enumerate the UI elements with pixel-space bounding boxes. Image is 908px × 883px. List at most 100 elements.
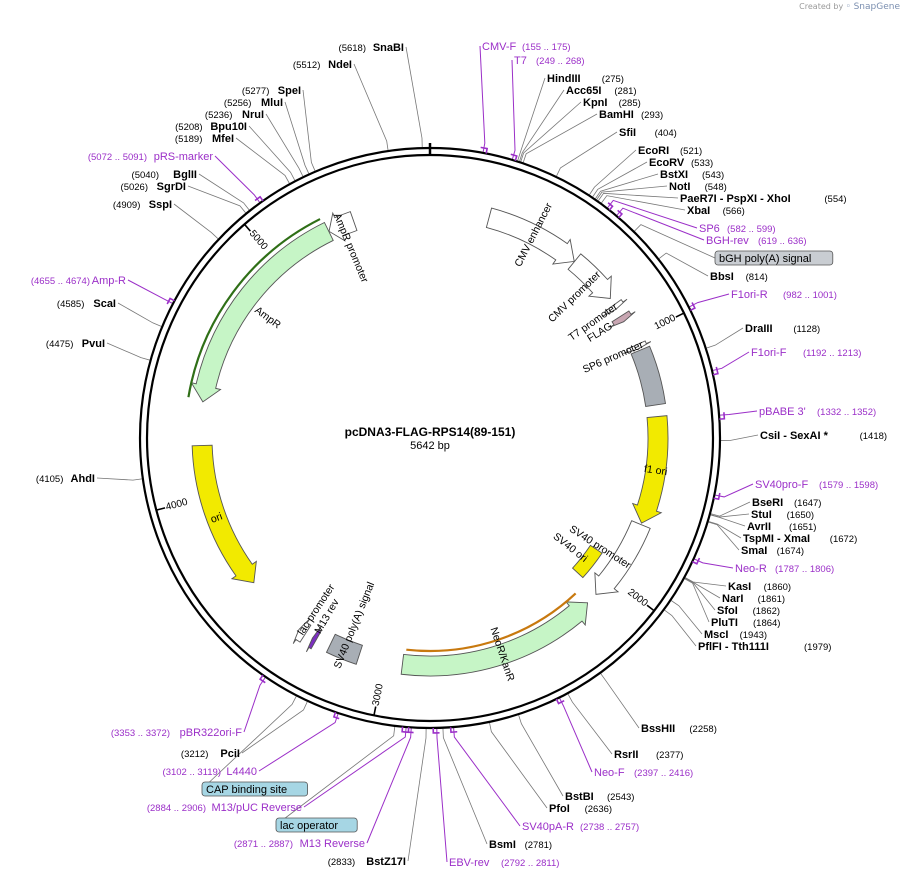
label-name: StuI bbox=[751, 509, 772, 521]
leader-line bbox=[616, 207, 705, 241]
feature-tag bbox=[201, 781, 308, 797]
label-position: (4105) bbox=[36, 474, 63, 485]
label-position: (1862) bbox=[753, 606, 780, 617]
site-label-m13-reverse: M13 Reverse(2871 .. 2887) bbox=[234, 838, 365, 850]
feature-label-ori: ori bbox=[209, 510, 224, 525]
label-name: pBR322ori-F bbox=[180, 727, 243, 739]
label-position: (566) bbox=[723, 206, 745, 217]
label-name: NarI bbox=[722, 593, 743, 605]
label-name: BGH-rev bbox=[706, 235, 749, 247]
leader-line bbox=[517, 77, 546, 161]
feature-ori bbox=[191, 444, 257, 584]
label-name: PflFI - Tth111I bbox=[698, 641, 769, 653]
site-label-snabi: SnaBI(5618) bbox=[339, 42, 404, 54]
label-name: CMV-F bbox=[482, 41, 517, 53]
leader-line bbox=[265, 113, 304, 177]
label-name: M13 Reverse bbox=[300, 838, 365, 850]
site-label-bbsi: BbsI(814) bbox=[710, 271, 768, 283]
label-position: (1864) bbox=[753, 618, 780, 629]
label-position: (619 .. 636) bbox=[758, 236, 807, 247]
feature-t7-promoter bbox=[602, 298, 628, 317]
site-label-nari: NarI (1861) bbox=[722, 593, 785, 605]
leader-line bbox=[684, 578, 710, 623]
leader-line bbox=[520, 101, 582, 162]
leader-line bbox=[303, 727, 407, 808]
site-label-mlui: MluI(5256) bbox=[224, 97, 283, 109]
label-name: TspMI - XmaI bbox=[743, 533, 810, 545]
label-position: (554) bbox=[824, 194, 846, 205]
label-position: (1128) bbox=[793, 324, 820, 335]
label-name: SmaI bbox=[741, 545, 767, 557]
leader-line bbox=[198, 173, 250, 211]
primer-mark bbox=[712, 366, 719, 376]
primer-mark bbox=[432, 727, 440, 734]
snapgene-credit: Created by ◦ SnapGene bbox=[799, 2, 900, 12]
site-label-csii-sexai: CsiI - SexAI *(1418) bbox=[760, 430, 887, 442]
label-position: (5208) bbox=[175, 122, 202, 133]
site-label-neo-r: Neo-R(1787 .. 1806) bbox=[735, 563, 834, 575]
feature-sv40-poly-a-signal bbox=[325, 633, 363, 665]
ruler-label: 1000 bbox=[653, 312, 678, 332]
leader-line bbox=[601, 195, 686, 211]
site-label-prs-marker: pRS-marker(5072 .. 5091) bbox=[88, 151, 213, 163]
label-name: BamHI bbox=[599, 109, 634, 121]
site-label-bstxi: BstXI(543) bbox=[660, 169, 724, 181]
site-label-bgh-rev: BGH-rev (619 .. 636) bbox=[706, 235, 807, 247]
feature-tag-text: CAP binding site bbox=[206, 784, 287, 796]
site-label-pvui: PvuI(4475) bbox=[46, 338, 105, 350]
site-label-f1ori-f: F1ori-F(1192 .. 1213) bbox=[751, 347, 861, 359]
label-position: (2738 .. 2757) bbox=[580, 822, 639, 833]
label-position: (548) bbox=[705, 182, 727, 193]
label-name: AhdI bbox=[71, 473, 95, 485]
label-position: (5236) bbox=[205, 110, 232, 121]
site-label-bstbi: BstBI(2543) bbox=[565, 791, 634, 803]
feature-flag bbox=[609, 310, 636, 328]
leader-line bbox=[559, 698, 593, 773]
label-name: NdeI bbox=[328, 59, 352, 71]
site-label-amp-r: Amp-R(4655 .. 4674) bbox=[31, 275, 126, 287]
label-position: (1861) bbox=[758, 594, 785, 605]
site-label-pflfi-tth111i: PflFI - Tth111I(1979) bbox=[698, 641, 831, 653]
primer-mark bbox=[555, 698, 565, 705]
label-position: (249 .. 268) bbox=[536, 56, 585, 67]
label-name: Bpu10I bbox=[210, 121, 247, 133]
site-label-kpni: KpnI(285) bbox=[583, 97, 641, 109]
label-name: HindIII bbox=[547, 73, 581, 85]
label-position: (5189) bbox=[175, 134, 202, 145]
leader-line bbox=[511, 59, 516, 160]
site-label-paer7i-pspxi-xhoi: PaeR7I - PspXI - XhoI(554) bbox=[680, 193, 847, 205]
leader-line bbox=[407, 728, 427, 862]
leader-line bbox=[436, 728, 448, 863]
site-label-scai: ScaI(4585) bbox=[57, 298, 116, 310]
feature-tag bbox=[714, 250, 834, 266]
site-label-pbr322ori-f: pBR322ori-F(3353 .. 3372) bbox=[111, 727, 242, 739]
label-name: PvuI bbox=[82, 338, 105, 350]
site-label-ebv-rev: EBV-rev(2792 .. 2811) bbox=[449, 857, 559, 869]
ruler-tick bbox=[675, 312, 685, 318]
site-label-sfii: SfiI(404) bbox=[619, 127, 677, 139]
label-position: (2377) bbox=[656, 750, 683, 761]
leader-line bbox=[522, 113, 598, 163]
site-label-pfoi: PfoI(2636) bbox=[549, 803, 612, 815]
leader-line bbox=[453, 727, 521, 827]
leader-line bbox=[243, 677, 266, 733]
label-name: Acc65I bbox=[566, 85, 601, 97]
leader-line bbox=[96, 477, 142, 481]
leader-line bbox=[634, 224, 716, 259]
leader-line bbox=[556, 131, 618, 177]
leader-line bbox=[592, 161, 648, 197]
label-position: (1674) bbox=[777, 546, 804, 557]
credit-brand: SnapGene bbox=[853, 2, 900, 12]
label-position: (2833) bbox=[328, 857, 355, 868]
label-name: L4440 bbox=[226, 766, 257, 778]
site-label-ndei: NdeI (5512) bbox=[293, 59, 352, 71]
plasmid-size: 5642 bp bbox=[410, 440, 450, 452]
label-name: BbsI bbox=[710, 271, 734, 283]
credit-prefix: Created by bbox=[799, 2, 844, 11]
label-position: (281) bbox=[614, 86, 636, 97]
site-labels: SnaBI(5618)NdeI(5512)SpeI(5277)MluI(5256… bbox=[31, 41, 887, 869]
label-position: (5512) bbox=[293, 60, 320, 71]
label-name: RsrII bbox=[614, 749, 638, 761]
label-position: (1650) bbox=[787, 510, 814, 521]
snapgene-logo-icon: ◦ bbox=[845, 2, 852, 12]
